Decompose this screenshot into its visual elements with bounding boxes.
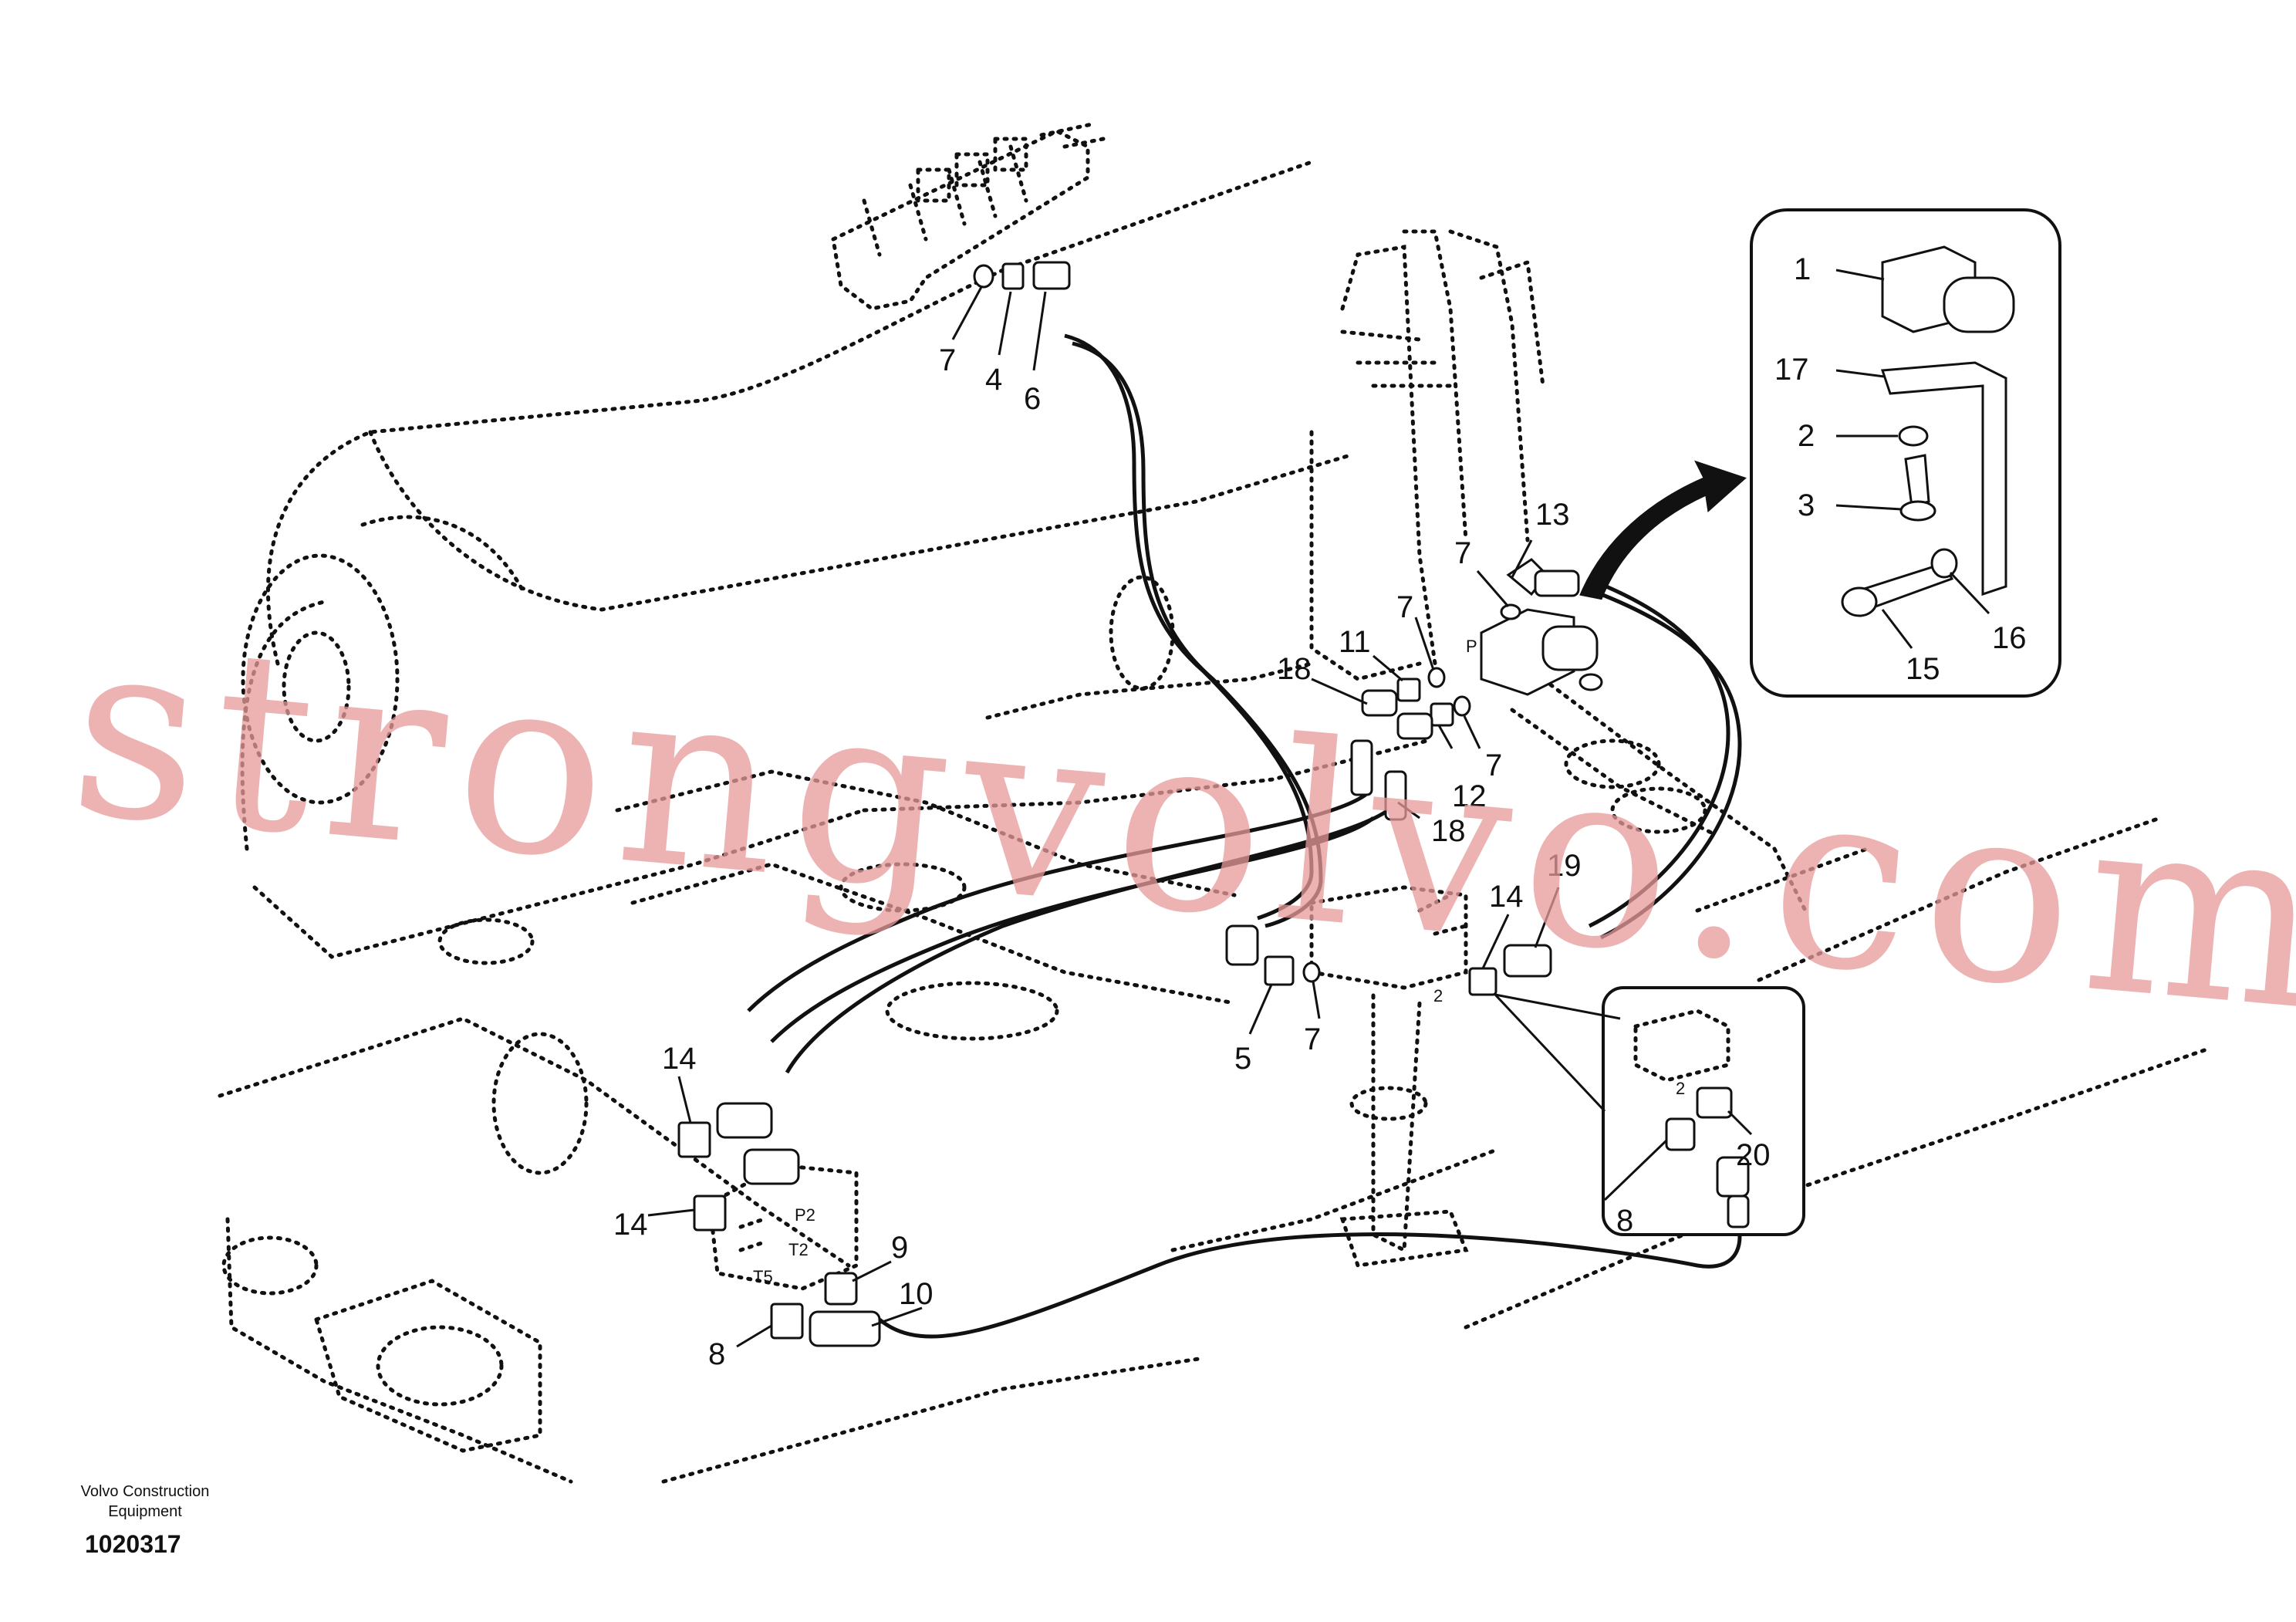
hose-end-6 — [1032, 261, 1071, 290]
adapter-11 — [1396, 678, 1421, 702]
port-labels: P P2 T2 T5 2 2 — [753, 637, 1685, 1286]
hose-end-13 — [1534, 569, 1580, 597]
detail-arrow — [1579, 460, 1747, 600]
hose-lines — [747, 333, 1742, 1339]
bracket-17 — [1880, 361, 2007, 596]
elbow-14a — [677, 1121, 711, 1158]
control-valve-bank — [831, 121, 1106, 311]
callout-2: 2 — [1798, 419, 1815, 453]
drawing-number: 1020317 — [85, 1530, 181, 1558]
bracket-detail-inset — [1750, 208, 2061, 698]
o-ring-7b — [1500, 603, 1521, 620]
callout-18: 18 — [1277, 652, 1312, 686]
callout-11: 11 — [1339, 625, 1371, 659]
hose-end-19 — [1503, 944, 1552, 978]
callout-1: 1 — [1794, 252, 1811, 286]
callout-7: 7 — [1485, 748, 1502, 782]
port-2-inset: 2 — [1676, 1079, 1685, 1098]
callout-10: 10 — [899, 1277, 934, 1311]
callout-7: 7 — [1454, 536, 1471, 570]
callout-14: 14 — [613, 1208, 648, 1242]
callout-17: 17 — [1774, 353, 1809, 387]
callout-14: 14 — [1489, 880, 1524, 914]
callout-8: 8 — [708, 1337, 725, 1371]
adapter-4 — [1001, 262, 1025, 290]
callout-7: 7 — [939, 343, 956, 377]
callout-14: 14 — [662, 1042, 697, 1076]
hose-end-18a — [1361, 689, 1398, 717]
hose-end-10 — [809, 1310, 881, 1347]
bolt-3 — [1904, 454, 1930, 508]
brand-line-2: Equipment — [108, 1503, 182, 1520]
connection-detail-inset — [1602, 986, 1805, 1236]
hose-end-5 — [1225, 924, 1259, 966]
port-2: 2 — [1433, 986, 1443, 1005]
port-t2: T2 — [788, 1240, 809, 1259]
o-ring-7c — [1427, 667, 1446, 688]
elbow-8b — [1665, 1117, 1696, 1151]
callout-4: 4 — [985, 363, 1002, 397]
callout-15: 15 — [1906, 652, 1940, 686]
brand-caption: Volvo Construction Equipment — [68, 1482, 222, 1522]
hose-end-left-b — [743, 1148, 800, 1185]
callout-16: 16 — [1992, 621, 2027, 655]
callout-5: 5 — [1234, 1042, 1251, 1076]
o-ring-7e — [1302, 961, 1321, 983]
callout-20: 20 — [1736, 1138, 1771, 1172]
port-p: P — [1466, 637, 1477, 656]
callout-13: 13 — [1535, 498, 1570, 532]
callout-18: 18 — [1431, 814, 1466, 848]
callout-6: 6 — [1024, 382, 1041, 416]
o-ring-7a — [973, 264, 994, 289]
adapter-12 — [1430, 702, 1454, 727]
elbow-5 — [1264, 955, 1295, 986]
washer-16 — [1930, 548, 1958, 579]
callout-9: 9 — [891, 1231, 908, 1265]
callout-12: 12 — [1452, 779, 1487, 813]
adapter-9 — [824, 1272, 858, 1306]
port-p2: P2 — [795, 1205, 815, 1225]
machine-frame-outline — [218, 160, 2209, 1484]
callout-labels: 7 4 6 13 7 7 11 18 7 12 18 19 14 5 7 14 … — [613, 252, 2027, 1371]
callout-7: 7 — [1304, 1022, 1321, 1056]
hose-end-18b — [1396, 712, 1433, 740]
pump-block — [707, 1163, 859, 1291]
o-ring-7d — [1453, 695, 1471, 717]
elbow-20 — [1696, 1086, 1733, 1119]
elbow-8 — [770, 1303, 804, 1340]
hose-end-left-a — [716, 1102, 773, 1139]
brand-line-1: Volvo Construction — [80, 1483, 210, 1500]
callout-19: 19 — [1547, 849, 1582, 883]
callout-8: 8 — [1616, 1204, 1633, 1238]
fittings — [677, 261, 1603, 1347]
elbow-14c — [693, 1195, 727, 1232]
port-t5: T5 — [753, 1267, 773, 1286]
washer-2 — [1898, 425, 1929, 447]
callout-7: 7 — [1396, 590, 1413, 624]
leader-lines — [647, 269, 1990, 1348]
callout-3: 3 — [1798, 488, 1815, 522]
